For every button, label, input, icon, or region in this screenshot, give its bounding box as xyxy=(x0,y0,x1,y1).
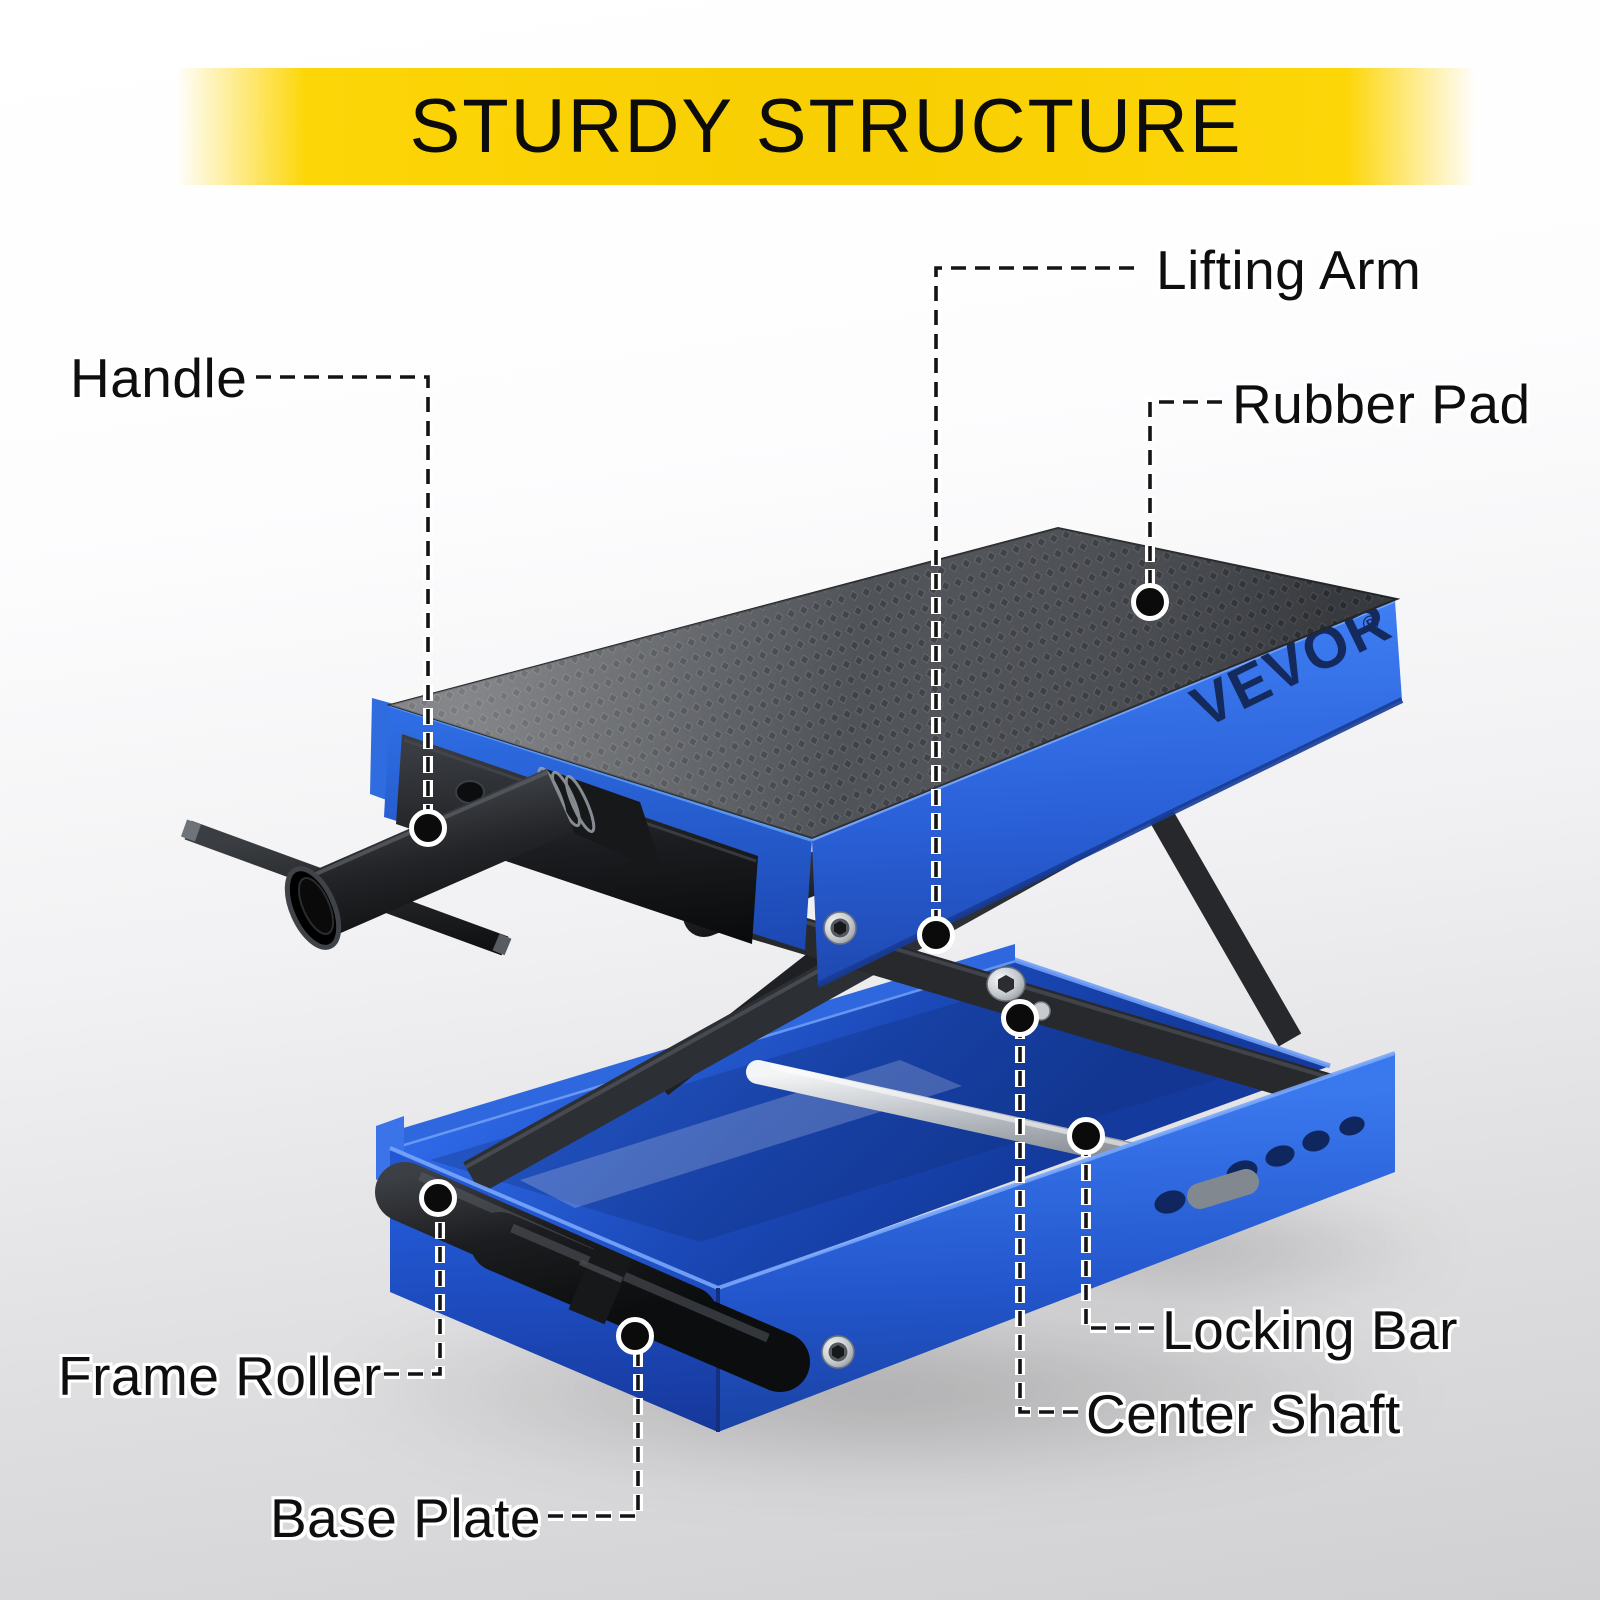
callout-dot-locking-bar xyxy=(1067,1117,1105,1155)
label-rubber-pad: Rubber Pad xyxy=(1232,373,1531,435)
front-roller-collar xyxy=(568,1244,632,1325)
callout-line-handle xyxy=(256,375,430,828)
cross-rod-tip-right xyxy=(492,933,512,956)
front-roller-highlight xyxy=(510,1223,770,1343)
base-tray xyxy=(390,960,1330,1288)
center-shaft-bolt xyxy=(986,966,1051,1021)
base-hex-bolt xyxy=(821,1335,855,1369)
callouts xyxy=(256,263,1222,1521)
callout-dot-frame-roller xyxy=(419,1179,457,1217)
cross-rod-tip-left xyxy=(180,819,202,842)
label-frame-roller: Frame Roller xyxy=(58,1345,382,1407)
callout-line-rubber-pad xyxy=(1148,400,1222,602)
callout-line-frame-roller xyxy=(384,1198,442,1376)
handle-tube xyxy=(299,769,574,939)
page-title: STURDY STRUCTURE xyxy=(409,84,1243,169)
platform-hex-bolt xyxy=(823,911,857,945)
locking-pin xyxy=(1187,1169,1259,1209)
callout-line-center-shaft xyxy=(1018,1018,1078,1414)
callout-dot-base-plate xyxy=(616,1317,654,1355)
handle-tube-mouth xyxy=(284,866,342,950)
label-base-plate: Base Plate xyxy=(270,1487,542,1549)
callout-line-base-plate xyxy=(548,1336,640,1518)
label-lifting-arm: Lifting Arm xyxy=(1156,239,1422,301)
rollers xyxy=(375,1162,810,1392)
label-locking-bar: Locking Bar xyxy=(1162,1299,1458,1361)
side-panel xyxy=(812,601,1402,985)
callout-dot-handle xyxy=(409,809,447,847)
base-right-face xyxy=(718,1053,1395,1432)
callout-line-lifting-arm xyxy=(934,266,1134,935)
side-panel-top-edge xyxy=(811,599,1396,842)
callout-dot-rubber-pad xyxy=(1131,583,1169,621)
label-center-shaft: Center Shaft xyxy=(1086,1383,1401,1445)
front-roller-cylinder xyxy=(470,1212,810,1392)
platform-black-bar xyxy=(396,734,758,944)
base-tray-inner-shadow xyxy=(430,990,1240,1242)
label-handle: Handle xyxy=(70,347,248,409)
top-platform: VEVOR ® xyxy=(370,526,1404,988)
collar-rim xyxy=(578,1259,624,1283)
title-banner: STURDY STRUCTURE xyxy=(176,68,1476,185)
side-panel-bottom-edge xyxy=(816,697,1404,988)
handle-assembly xyxy=(180,766,664,956)
callout-dot-lifting-arm xyxy=(917,916,955,954)
callout-dot-center-shaft xyxy=(1001,999,1039,1037)
handle-socket-stub xyxy=(546,769,664,874)
callout-line-locking-bar xyxy=(1084,1136,1154,1330)
